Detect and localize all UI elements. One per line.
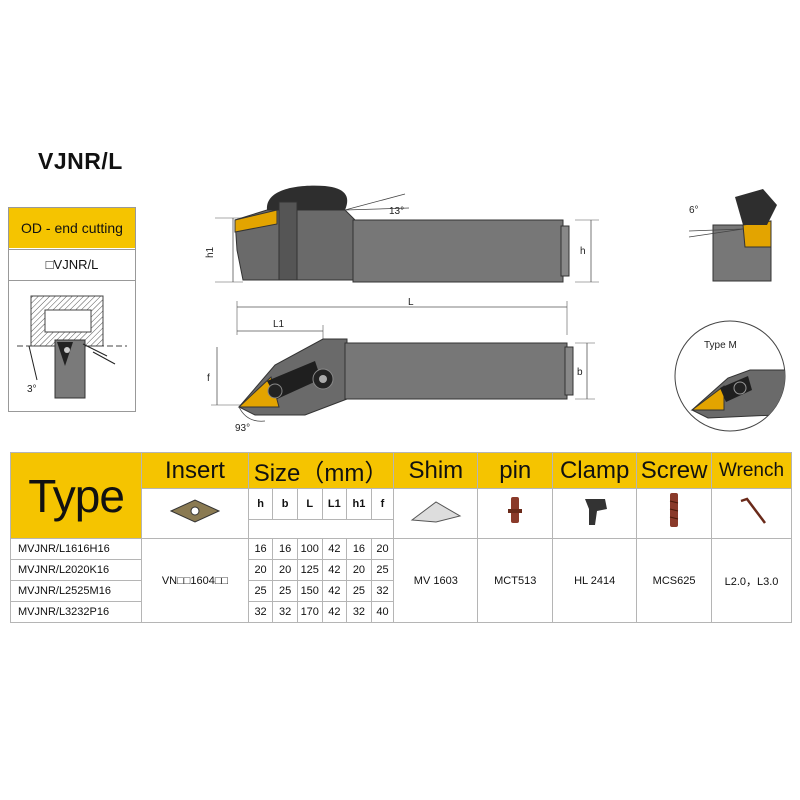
f-label: f <box>207 373 210 384</box>
size-col-h: h <box>247 488 274 520</box>
clamp-value: HL 2414 <box>552 538 638 623</box>
header-type: Type <box>9 452 143 539</box>
header-insert: Insert <box>141 452 249 489</box>
dim-value: 125 <box>296 559 323 581</box>
page-title: VJNR/L <box>38 148 123 174</box>
type-m-label: Type M <box>704 340 737 351</box>
angle-93-label: 93° <box>235 423 250 434</box>
wrench-value: L2.0，L3.0 <box>710 538 793 623</box>
shim-icon <box>393 488 479 539</box>
od-application-diagram: 3° <box>17 295 127 399</box>
angle-6-label: 6° <box>689 205 699 216</box>
screw-value: MCS625 <box>636 538 712 623</box>
insert-icon <box>141 488 249 539</box>
dim-value: 20 <box>247 559 274 581</box>
size-col-L1: L1 <box>321 488 348 520</box>
pin-icon <box>477 488 554 539</box>
clamp-icon <box>552 488 638 539</box>
header-size: Size（mm） <box>247 452 395 489</box>
od-code: □VJNR/L <box>9 249 135 281</box>
angle-13-label: 13° <box>389 206 404 217</box>
wrench-icon <box>710 488 793 539</box>
dim-value: 16 <box>346 538 372 560</box>
insert-value: VN□□1604□□ <box>141 538 249 623</box>
dim-value: 42 <box>321 538 348 560</box>
pin-value: MCT513 <box>477 538 554 623</box>
dim-value: 32 <box>247 601 274 623</box>
b-label: b <box>577 367 583 378</box>
dim-value: 16 <box>247 538 274 560</box>
table-row: MVJNR/L2525M16 25 25 150 42 25 32 <box>9 580 792 602</box>
type-m-detail: Type M <box>674 320 786 432</box>
dim-value: 100 <box>296 538 323 560</box>
header-wrench: Wrench <box>710 452 793 489</box>
header-pin: pin <box>477 452 554 489</box>
tool-end-view: 6° <box>688 189 777 282</box>
dim-value: 20 <box>346 559 372 581</box>
dim-value: 16 <box>272 538 298 560</box>
dim-value: 170 <box>296 601 323 623</box>
type-code: MVJNR/L3232P16 <box>9 601 143 623</box>
screw-icon <box>636 488 712 539</box>
size-col-f: f <box>370 488 395 520</box>
length-L1-label: L1 <box>273 319 285 330</box>
h-label: h <box>580 246 586 257</box>
dim-value: 32 <box>370 580 395 602</box>
dim-value: 20 <box>272 559 298 581</box>
size-col-L: L <box>296 488 323 520</box>
tool-top-view: L L1 f b 93° <box>207 297 595 434</box>
header-screw: Screw <box>636 452 712 489</box>
angle-3-label: 3° <box>27 384 37 395</box>
dim-value: 20 <box>370 538 395 560</box>
type-code: MVJNR/L2020K16 <box>9 559 143 581</box>
dim-value: 40 <box>370 601 395 623</box>
od-end-cutting-panel: OD - end cutting □VJNR/L 3° <box>8 207 136 412</box>
header-clamp: Clamp <box>552 452 638 489</box>
spec-table: Type Insert Size（mm） Shim pin Clamp Scre… <box>9 452 793 623</box>
table-row: MVJNR/L3232P16 32 32 170 42 32 40 <box>9 601 792 623</box>
od-heading: OD - end cutting <box>9 208 135 248</box>
size-col-b: b <box>272 488 298 520</box>
dim-value: 32 <box>346 601 372 623</box>
h1-label: h1 <box>205 246 216 258</box>
length-L-label: L <box>408 297 414 308</box>
dim-value: 25 <box>247 580 274 602</box>
header-shim: Shim <box>393 452 479 489</box>
type-code: MVJNR/L1616H16 <box>9 538 143 560</box>
dim-value: 25 <box>272 580 298 602</box>
tool-side-view: h1 13° h <box>205 185 599 283</box>
type-code: MVJNR/L2525M16 <box>9 580 143 602</box>
dim-value: 42 <box>321 580 348 602</box>
table-row: MVJNR/L1616H16 VN□□1604□□ 16 16 100 42 1… <box>9 538 793 623</box>
size-spacer <box>247 519 395 539</box>
dim-value: 150 <box>296 580 323 602</box>
shim-value: MV 1603 <box>393 538 479 623</box>
dim-value: 42 <box>321 559 348 581</box>
dim-value: 32 <box>272 601 298 623</box>
size-col-h1: h1 <box>346 488 372 520</box>
dim-value: 25 <box>346 580 372 602</box>
dim-value: 25 <box>370 559 395 581</box>
dim-value: 42 <box>321 601 348 623</box>
